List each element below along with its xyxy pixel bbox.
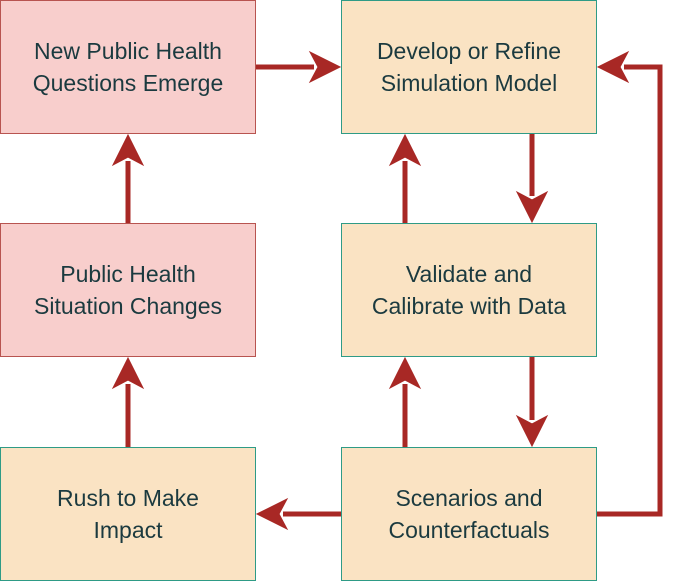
- node-scenarios: Scenarios and Counterfactuals: [341, 447, 597, 581]
- node-validate-label: Validate and Calibrate with Data: [371, 261, 567, 319]
- node-develop-model-label: Develop or Refine Simulation Model: [376, 38, 562, 96]
- node-scenarios-label: Scenarios and Counterfactuals: [388, 485, 550, 543]
- arrow-validate-to-scenarios: [515, 357, 549, 448]
- node-rush-label: Rush to Make Impact: [57, 485, 199, 543]
- node-situation-changes: Public Health Situation Changes: [0, 223, 256, 357]
- arrow-scenarios-to-develop-model: [596, 50, 663, 517]
- arrow-new-questions-to-develop-model: [256, 50, 342, 84]
- arrow-validate-to-develop-model: [388, 133, 422, 223]
- arrow-scenarios-to-rush: [255, 497, 341, 531]
- arrow-scenarios-to-validate: [388, 356, 422, 447]
- node-develop-model: Develop or Refine Simulation Model: [341, 0, 597, 134]
- node-validate: Validate and Calibrate with Data: [341, 223, 597, 357]
- arrow-situation-changes-to-new-questions: [111, 133, 145, 223]
- node-new-questions: New Public Health Questions Emerge: [0, 0, 256, 134]
- node-situation-changes-label: Public Health Situation Changes: [34, 261, 222, 319]
- arrow-develop-model-to-validate: [515, 134, 549, 224]
- node-new-questions-label: New Public Health Questions Emerge: [32, 38, 224, 96]
- node-rush: Rush to Make Impact: [0, 447, 256, 581]
- arrow-rush-to-situation-changes: [111, 356, 145, 447]
